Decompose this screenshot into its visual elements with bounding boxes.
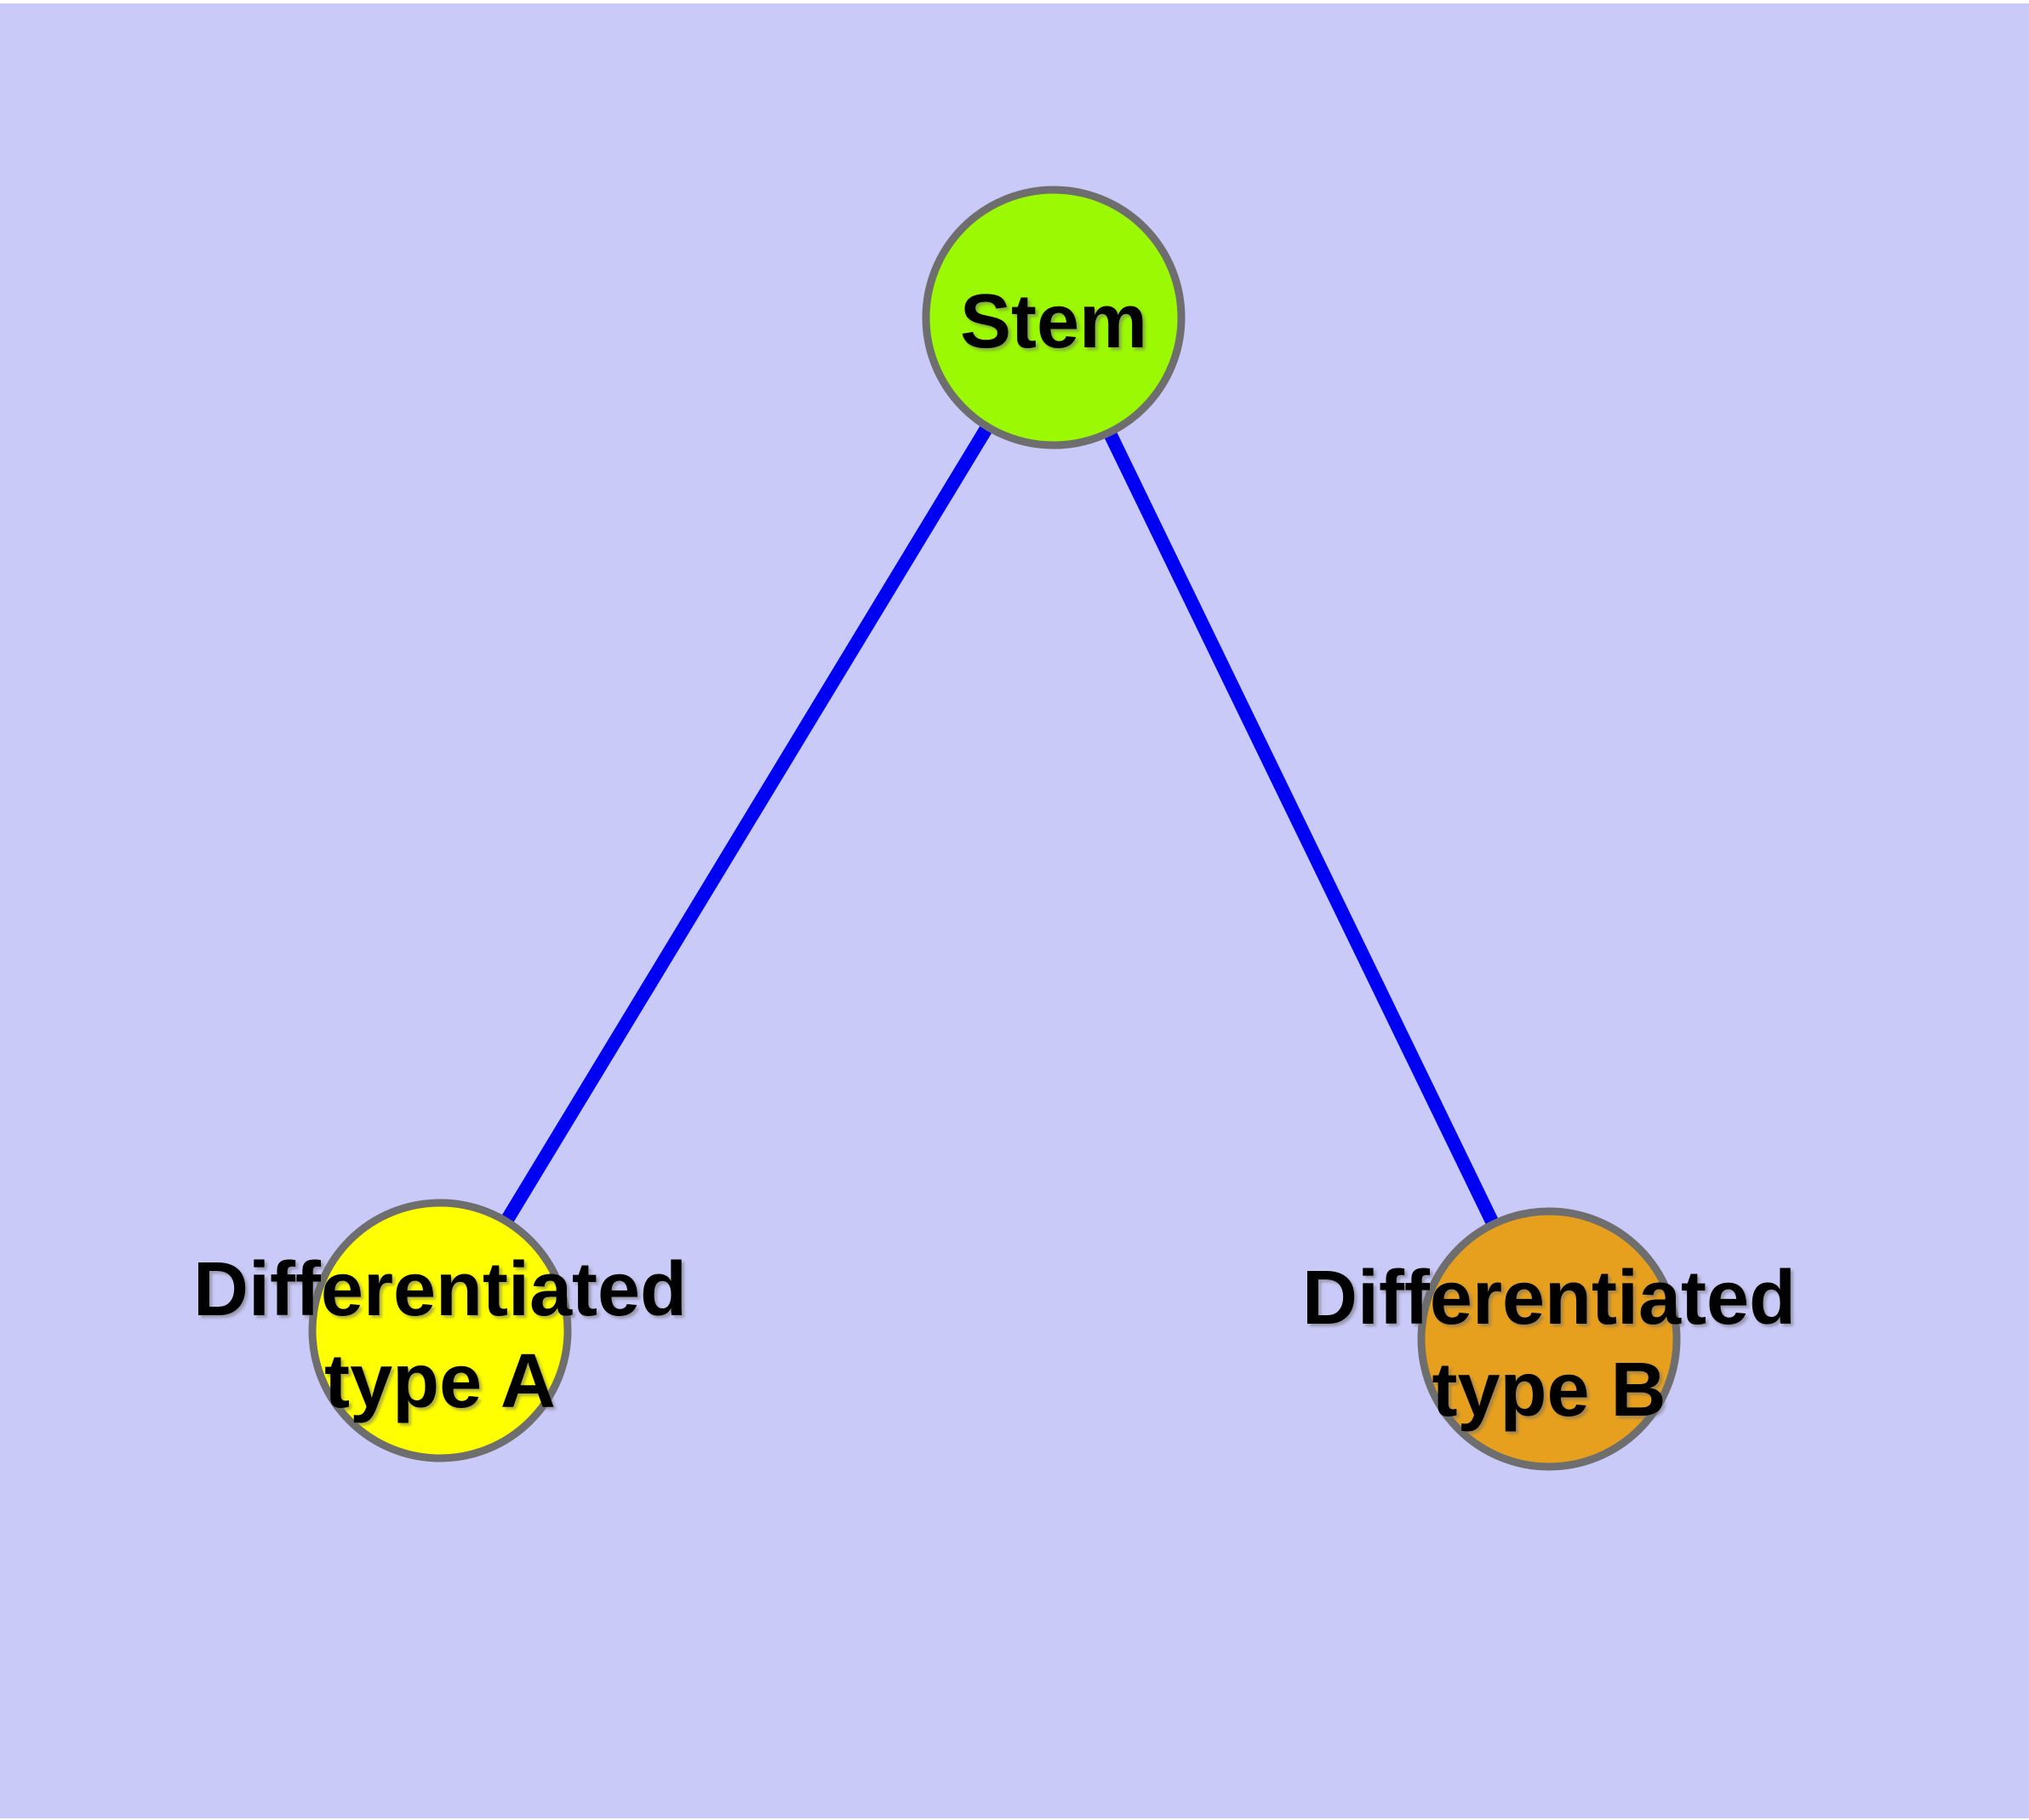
node-differentiated-type-a (308, 1199, 572, 1462)
edge-stem-to-type-b (1047, 314, 1556, 1342)
node-type-b-label-line-1: Differentiated (1302, 1256, 1796, 1341)
node-type-b-label-line-2: type B (1432, 1348, 1666, 1433)
node-differentiated-type-b (1417, 1207, 1681, 1471)
node-type-a-label-line-1: Differentiated (193, 1247, 687, 1332)
edge-stem-to-type-a (434, 313, 1060, 1335)
node-stem (922, 186, 1186, 449)
node-stem-label: Stem (960, 279, 1147, 364)
node-type-a-label-line-2: type A (324, 1339, 556, 1424)
